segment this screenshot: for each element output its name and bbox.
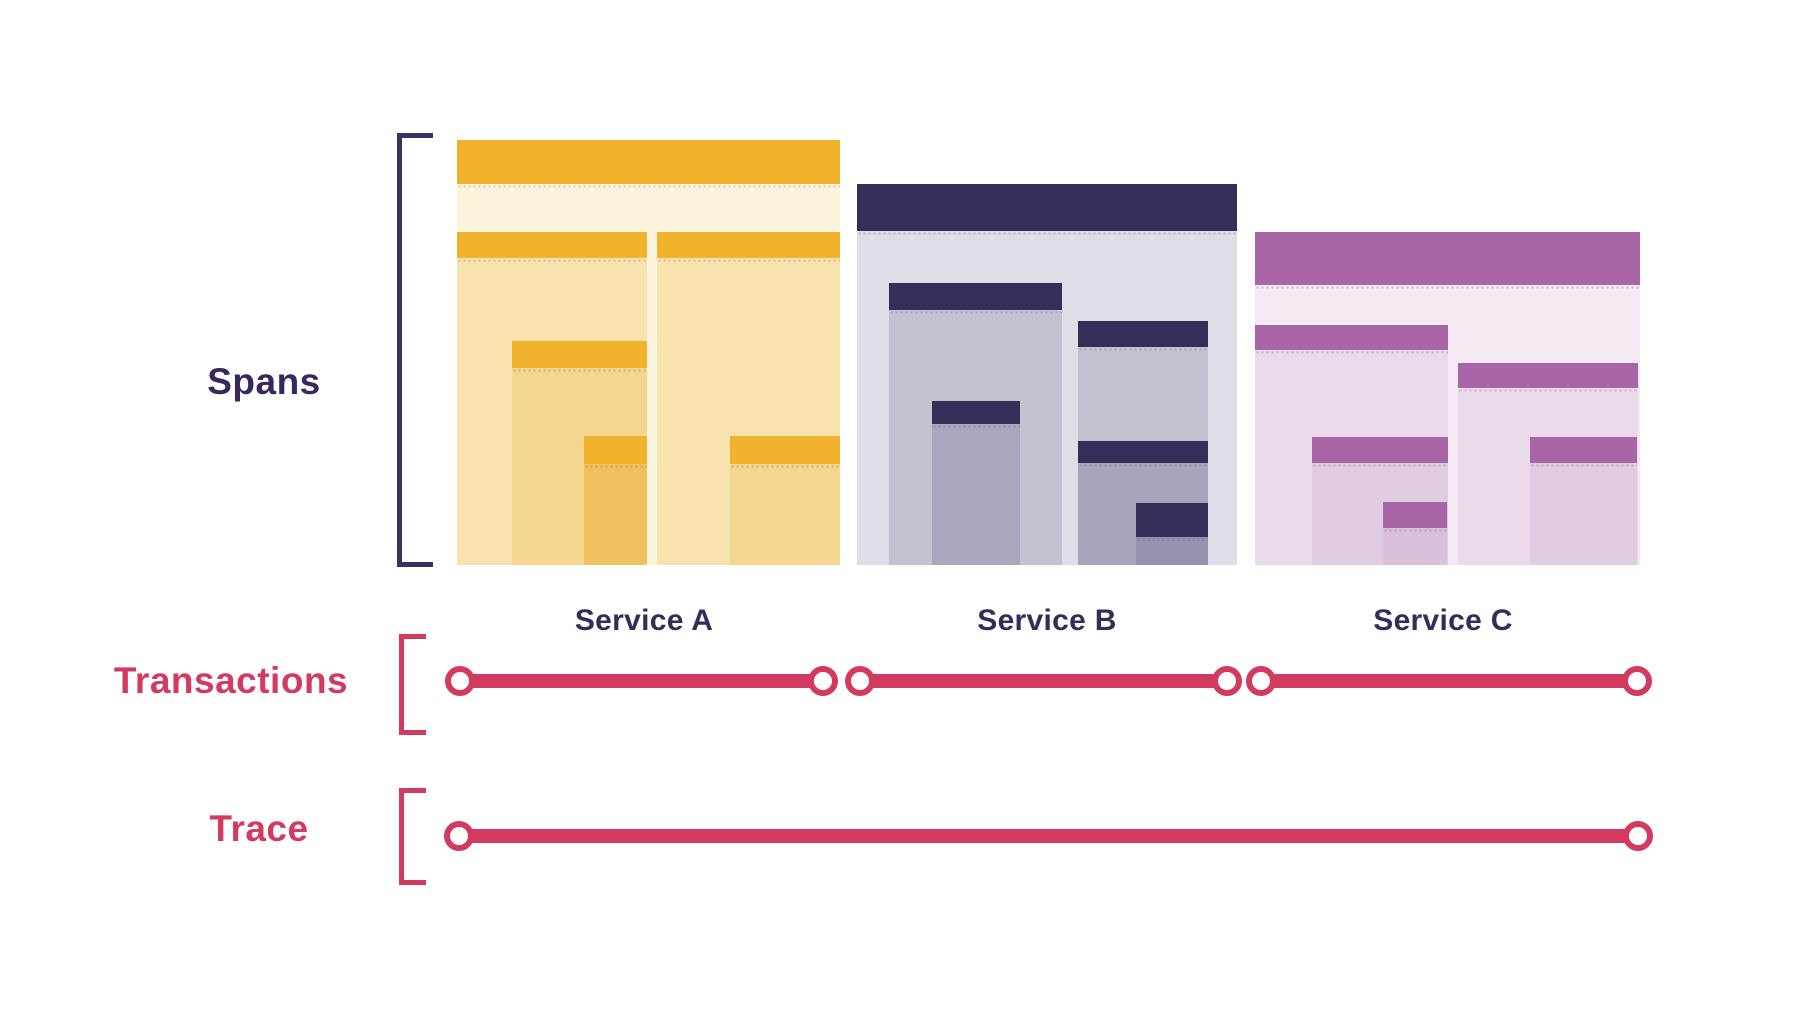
service-a-span-fill [730,464,840,565]
transaction-end-dot [808,666,838,696]
service-c-label: Service C [1373,604,1513,637]
service-c-span-bar [1530,437,1637,468]
service-b-span-bar [1136,503,1208,542]
service-b-span-bar [932,401,1020,429]
transaction-start-dot [1246,666,1276,696]
service-a-span-bar [457,140,840,189]
service-c-span-bar [1255,232,1640,290]
service-c-span-fill [1383,528,1447,565]
trace-start-dot [444,821,474,851]
trace-row-label: Trace [209,808,309,849]
service-a-span-bar [584,436,647,469]
transaction-end-dot [1212,666,1242,696]
trace-line [459,829,1638,843]
trace-end-dot [1623,821,1653,851]
service-c-span-bar [1383,502,1447,533]
spans-bracket-icon [397,133,433,567]
service-c-span-bar [1255,325,1448,355]
service-b-span-fill [932,424,1020,565]
trace-bracket-icon [399,788,426,885]
service-b-span-bar [1078,321,1208,352]
transaction-end-dot [1622,666,1652,696]
service-c-span-bar [1458,363,1638,393]
service-c-span-fill [1530,463,1637,565]
service-a-span-bar [730,436,840,469]
service-a-span-bar [512,341,647,373]
service-b-span-bar [857,184,1237,236]
transactions-row-label: Transactions [113,660,349,701]
service-a-span-bar [657,232,840,263]
service-a-label: Service A [574,604,714,637]
transaction-start-dot [845,666,875,696]
transaction-line [860,674,1227,688]
spans-row-label: Spans [207,361,321,402]
service-a-span-fill [584,464,647,565]
service-b-label: Service B [977,604,1117,637]
transaction-start-dot [445,666,475,696]
service-b-span-fill [1136,537,1208,565]
transaction-line [460,674,823,688]
transactions-bracket-icon [399,634,426,735]
service-c-span-bar [1312,437,1448,468]
service-b-span-bar [889,283,1062,315]
service-a-span-bar [457,232,647,263]
service-b-span-bar [1078,441,1208,468]
transaction-line [1261,674,1637,688]
